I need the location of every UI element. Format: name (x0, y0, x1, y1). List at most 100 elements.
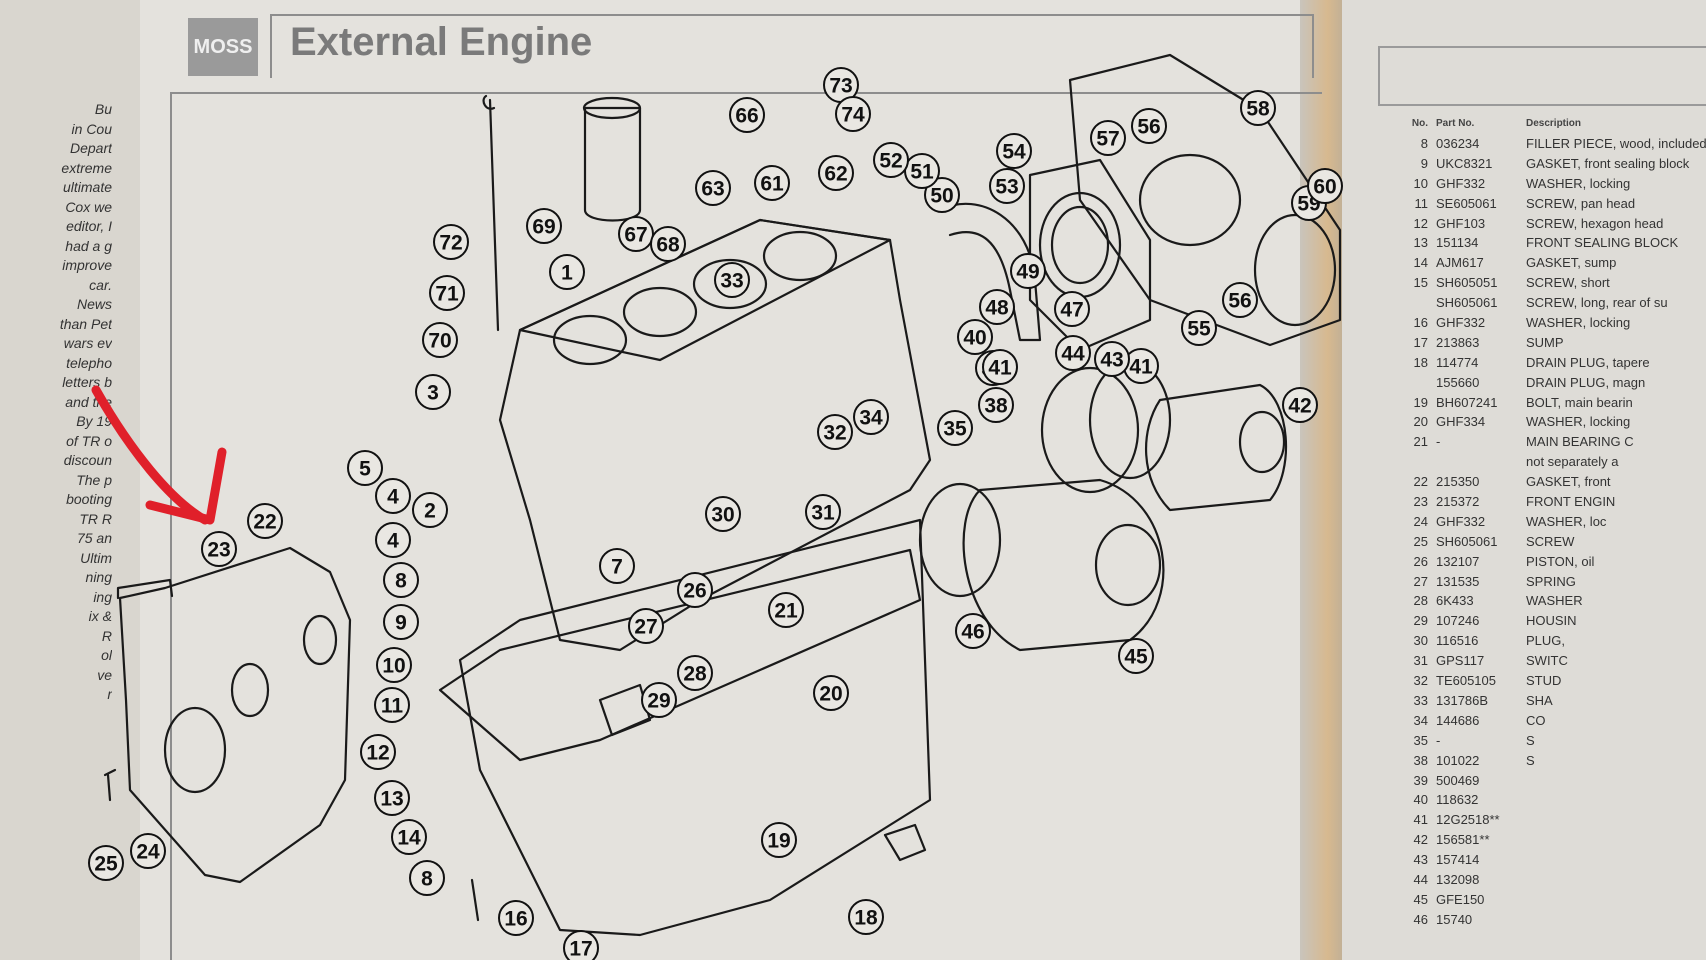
left-page-line: ing (93, 588, 112, 605)
parts-cell-desc: WASHER, locking (1526, 315, 1631, 331)
callout-label: 30 (711, 504, 734, 527)
callout-circle (563, 930, 599, 960)
callout-45: 45 (1118, 638, 1154, 674)
parts-cell-no: 42 (1413, 832, 1428, 848)
callout-26: 26 (677, 572, 713, 608)
callout-38: 38 (978, 387, 1014, 423)
cylinder-liner (583, 106, 642, 222)
callout-label: 67 (624, 224, 647, 247)
parts-cell-part: 6K433 (1436, 593, 1474, 609)
callout-14: 14 (391, 819, 427, 855)
parts-cell-no: 25 (1413, 533, 1428, 549)
parts-cell-part: AJM617 (1436, 255, 1484, 271)
callout-circle (677, 655, 713, 691)
parts-cell-no: 13 (1413, 235, 1428, 251)
parts-cell-desc: SCREW, long, rear of su (1526, 295, 1668, 311)
parts-cell-desc: WASHER (1526, 593, 1583, 609)
parts-cell-desc (1526, 830, 1706, 850)
parts-cell-desc: SCREW (1526, 533, 1575, 549)
sump (458, 518, 932, 937)
rear-seal-housing (1028, 158, 1152, 352)
callout-13: 13 (374, 780, 410, 816)
parts-cell-no: 33 (1413, 692, 1428, 708)
callout-label: 8 (421, 868, 433, 891)
dipstick (482, 94, 500, 332)
parts-cell-part: GHF332 (1436, 513, 1486, 529)
callout-circle (347, 450, 383, 486)
parts-cell-no: 43 (1413, 852, 1428, 868)
callout-44: 44 (1055, 335, 1091, 371)
plate-hole-3 (302, 614, 338, 666)
parts-cell-desc (1526, 810, 1706, 830)
callout-circle (1055, 335, 1091, 371)
callout-circle (873, 142, 909, 178)
parts-row: 34 144686 CO (1392, 711, 1706, 731)
callout-circle (201, 531, 237, 567)
callout-label: 32 (823, 422, 846, 445)
callout-circle (978, 387, 1014, 423)
parts-cell-desc: GASKET, front (1526, 474, 1611, 490)
callout-17: 17 (563, 930, 599, 960)
parts-cell-part: 500469 (1436, 772, 1480, 788)
parts-cell-no: 34 (1413, 712, 1428, 728)
callout-circle (1222, 282, 1258, 318)
callout-58: 58 (1240, 90, 1276, 126)
parts-cell-part: 151134 (1436, 235, 1479, 251)
left-page-line: ol (101, 647, 112, 663)
parts-cell-no (1392, 293, 1436, 313)
left-page-line: of TR o (66, 432, 112, 449)
callout-label: 12 (366, 742, 389, 765)
parts-cell-no: 27 (1413, 573, 1428, 589)
callout-66: 66 (729, 97, 765, 133)
callout-label: 4 (387, 486, 399, 509)
parts-cell-desc: SUMP (1526, 334, 1564, 350)
front-engine-plate (118, 546, 352, 884)
callout-22: 22 (247, 503, 283, 539)
callout-circle (848, 899, 884, 935)
callout-circle (415, 374, 451, 410)
callout-circle (955, 613, 991, 649)
parts-cell-part: 144686 (1436, 712, 1480, 728)
parts-cell-no: 9 (1420, 155, 1428, 171)
parts-cell-no: 11 (1414, 195, 1429, 211)
callout-circle (1010, 253, 1046, 289)
callout-label: 49 (1016, 261, 1039, 284)
callout-67: 67 (618, 216, 654, 252)
callout-label: 69 (532, 216, 555, 239)
parts-cell-no: 26 (1413, 553, 1428, 569)
parts-cell-no: 19 (1413, 394, 1428, 410)
parts-cell-no: 40 (1413, 792, 1428, 808)
sump-gasket (438, 548, 922, 762)
callout-circle (1282, 387, 1318, 423)
callout-circle (498, 900, 534, 936)
parts-cell-desc: CO (1526, 712, 1546, 728)
callout-circle (526, 208, 562, 244)
callout-circle (549, 254, 585, 290)
relief-valve-housing (598, 683, 652, 737)
callout-72: 72 (433, 224, 469, 260)
callout-8: 8 (409, 860, 445, 896)
callout-70: 70 (422, 322, 458, 358)
parts-row: 35-S (1392, 731, 1706, 751)
callout-69: 69 (526, 208, 562, 244)
callout-4: 4 (375, 522, 411, 558)
left-page-line: than Pet (59, 315, 112, 332)
drain-plug (883, 823, 927, 862)
callout-12: 12 (360, 734, 396, 770)
callout-label: 5 (359, 458, 371, 481)
parts-cell-desc: SPRING (1526, 573, 1576, 589)
parts-cell-no: 38 (1413, 752, 1428, 768)
spin-on-filter (962, 478, 1165, 652)
parts-cell-no: 46 (1413, 911, 1428, 927)
callout-label: 2 (424, 500, 436, 523)
callout-label: 13 (380, 788, 403, 811)
left-page-line: letters b (62, 374, 112, 390)
